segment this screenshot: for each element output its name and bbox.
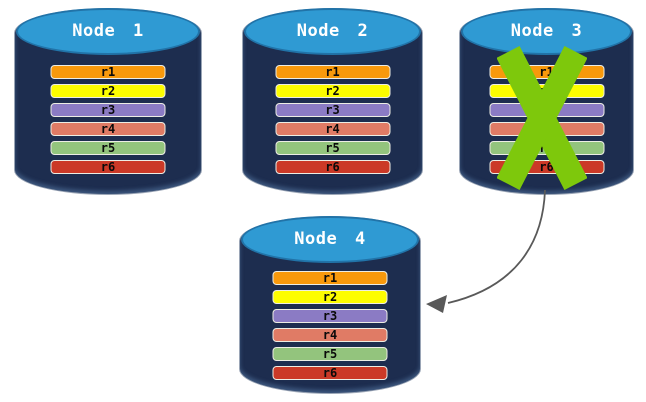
replica-stack: r1 r2 r3 r4 r5 r6 — [275, 65, 390, 174]
node-title: Node 2 — [296, 21, 369, 41]
arrowhead-icon — [426, 295, 447, 313]
node-title: Node 3 — [510, 21, 583, 41]
replica-label: r6 — [322, 366, 338, 380]
replica-label: r4 — [322, 328, 338, 342]
replica-row-r5: r5 — [272, 347, 388, 361]
replica-row-r2: r2 — [272, 290, 388, 304]
replica-row-r2: r2 — [275, 84, 390, 98]
replica-label: r1 — [322, 271, 338, 285]
replica-row-r4: r4 — [275, 122, 390, 136]
replica-row-r6: r6 — [272, 366, 388, 380]
failure-x-icon — [497, 46, 587, 190]
replica-row-r2: r2 — [50, 84, 166, 98]
node-title: Node 4 — [294, 229, 366, 249]
replica-label: r2 — [325, 84, 340, 98]
replica-row-r6: r6 — [275, 160, 390, 174]
node-4: Node 4 r1 r2 r3 r4 r5 r6 — [239, 216, 421, 394]
replica-label: r5 — [325, 141, 340, 155]
replica-label: r6 — [325, 160, 340, 174]
replica-label: r2 — [322, 290, 338, 304]
replica-label: r3 — [325, 103, 340, 117]
cylinder-top: Node 1 — [16, 8, 200, 55]
replica-row-r1: r1 — [50, 65, 166, 79]
node-2: Node 2 r1 r2 r3 r4 r5 r6 — [242, 8, 423, 195]
replica-label: r4 — [100, 122, 116, 136]
replica-row-r5: r5 — [275, 141, 390, 155]
replica-label: r3 — [100, 103, 116, 117]
replica-label: r5 — [100, 141, 116, 155]
replica-label: r6 — [539, 160, 554, 174]
replica-label: r4 — [325, 122, 340, 136]
cylinder-top: Node 2 — [244, 8, 421, 55]
replica-stack: r1 r2 r3 r4 r5 r6 — [50, 65, 166, 174]
replica-row-r5: r5 — [50, 141, 166, 155]
replica-row-r4: r4 — [50, 122, 166, 136]
replica-row-r1: r1 — [275, 65, 390, 79]
replica-label: r1 — [325, 65, 340, 79]
cylinder-top: Node 4 — [241, 216, 419, 263]
replica-label: r2 — [100, 84, 116, 98]
replica-row-r4: r4 — [272, 328, 388, 342]
replica-label: r3 — [322, 309, 338, 323]
replica-row-r3: r3 — [50, 103, 166, 117]
replica-row-r1: r1 — [272, 271, 388, 285]
node-1: Node 1 r1 r2 r3 r4 r5 r6 — [14, 8, 202, 195]
replica-label: r5 — [322, 347, 338, 361]
replica-row-r6: r6 — [50, 160, 166, 174]
replica-row-r3: r3 — [275, 103, 390, 117]
replica-label: r6 — [100, 160, 116, 174]
replica-row-r3: r3 — [272, 309, 388, 323]
cylinder-top: Node 3 — [461, 8, 632, 55]
replica-stack: r1 r2 r3 r4 r5 r6 — [272, 271, 388, 380]
node-title: Node 1 — [72, 21, 144, 41]
replica-label: r1 — [100, 65, 116, 79]
